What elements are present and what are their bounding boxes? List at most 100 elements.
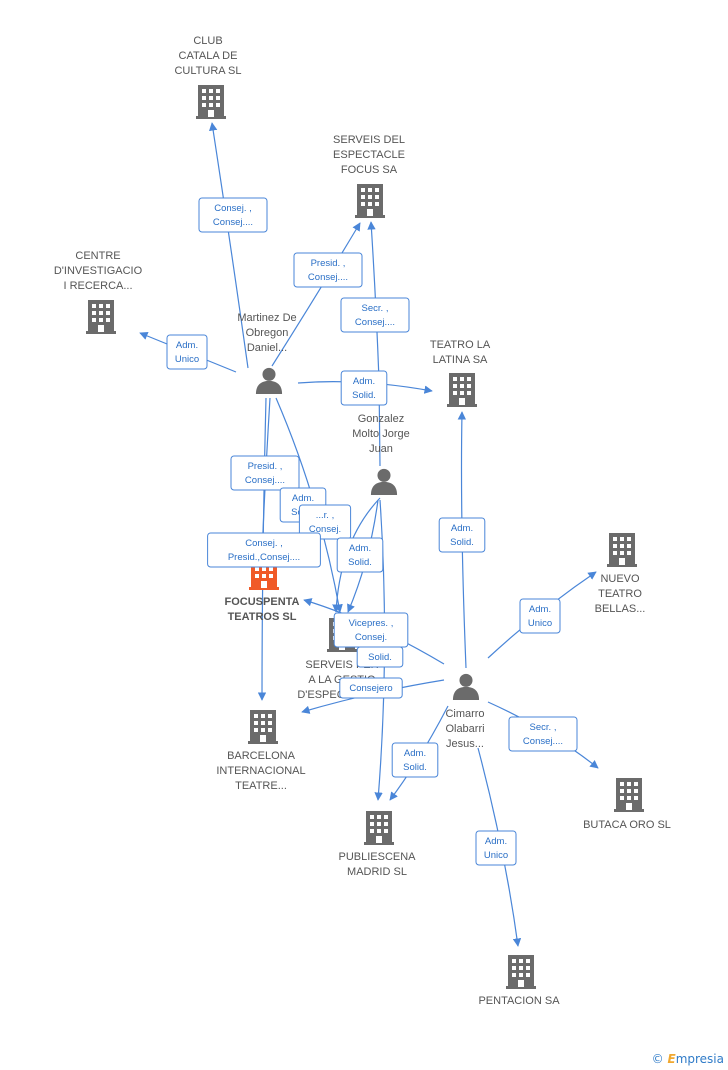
edge-role-label[interactable]: Presid. , Consej.... (293, 252, 363, 288)
edge-role-label[interactable]: Secr. ,Consej.... (340, 297, 410, 333)
node-label: CATALA DE (179, 50, 238, 62)
edge-role-label[interactable]: Adm. Unico (475, 830, 517, 866)
edge-role-box (475, 830, 517, 866)
building-icon (355, 184, 385, 218)
edge-role-text: Consej. (309, 524, 341, 535)
node-label: Juan (369, 443, 393, 455)
building-icon (447, 373, 477, 407)
building-icon (196, 85, 226, 119)
node-label: BELLAS... (595, 603, 646, 615)
edge-labels-layer: Consej. ,Consej.... Presid. , Consej.... Se… (166, 197, 578, 866)
edge-role-box (336, 537, 384, 573)
node-label: Jesus... (446, 738, 484, 750)
building-icon (614, 778, 644, 812)
edge-role-label[interactable]: Solid. (356, 646, 404, 668)
edge-role-text: Presid. , (311, 258, 346, 269)
edge-role-box (340, 370, 388, 406)
node-label: Olabarri (445, 723, 484, 735)
node-label: BARCELONA (227, 750, 296, 762)
brand-initial: E (667, 1052, 676, 1066)
node-serveis_focus[interactable]: SERVEIS DEL ESPECTACLE FOCUS SA (333, 134, 405, 218)
edge-role-box (391, 742, 439, 778)
edge-role-text: ...r. , (316, 510, 334, 521)
edge-role-label[interactable]: Adm.Solid. (340, 370, 388, 406)
edge-role-label[interactable]: Consejero (339, 677, 403, 699)
edge-role-label[interactable]: Adm.Solid. (336, 537, 384, 573)
node-label: Molto Jorge (352, 428, 409, 440)
edge-role-text: Adm. (404, 748, 426, 759)
node-label: CLUB (193, 35, 222, 47)
node-label: PUBLIESCENA (338, 851, 416, 863)
node-label: D'INVESTIGACIO (54, 265, 143, 277)
edge-role-label[interactable]: Adm.Unico (166, 334, 208, 370)
edge-role-box (519, 598, 561, 634)
node-martinez[interactable]: Martinez DeObregonDaniel... (237, 312, 297, 394)
edge-role-box (356, 646, 404, 668)
edge-martinez-to-serveis_focus (271, 222, 361, 367)
edge-role-label[interactable]: Adm.Unico (519, 598, 561, 634)
edge-role-text: Consej. (355, 632, 387, 643)
edge-role-box (340, 297, 410, 333)
node-label: TEATRO LA (430, 339, 491, 351)
edge-role-text: Vicepres. , (349, 618, 394, 629)
edge-role-label[interactable]: Vicepres. , Consej. (333, 612, 409, 648)
edge-role-text: Secr. , (362, 303, 389, 314)
edge-role-text: Secr. , (530, 722, 557, 733)
node-label: TEATRO (598, 588, 642, 600)
edge-role-box (230, 455, 300, 491)
edge-role-text: Unico (484, 850, 508, 861)
edge-role-label[interactable]: Presid. ,Consej.... (230, 455, 300, 491)
edge-role-box (508, 716, 578, 752)
edge-role-box (438, 517, 486, 553)
edge-role-label[interactable]: Adm. Solid. (391, 742, 439, 778)
edge-role-text: Consej. , (214, 203, 252, 214)
node-label: Cimarro (445, 708, 484, 720)
node-barcelona[interactable]: BARCELONAINTERNACIONALTEATRE... (216, 710, 306, 792)
node-label: ESPECTACLE (333, 149, 405, 161)
edge-role-label[interactable]: ...r. , Consej. (298, 504, 352, 540)
building-icon (506, 955, 536, 989)
edge-role-text: Solid. (450, 537, 474, 548)
edge-role-text: Unico (175, 354, 199, 365)
edge-role-text: Presid.,Consej.... (228, 552, 300, 563)
edge-role-text: Presid. , (248, 461, 283, 472)
copyright-symbol: © (651, 1052, 664, 1066)
node-label: SERVEIS DEL (333, 134, 405, 146)
building-icon (248, 710, 278, 744)
edge-martinez-to-club (208, 122, 249, 369)
edge-role-label[interactable]: Consej. ,Presid.,Consej.... (207, 532, 321, 568)
node-nuevo[interactable]: NUEVOTEATROBELLAS... (595, 533, 646, 615)
person-icon (452, 673, 480, 700)
node-pentacion[interactable]: PENTACION SA (478, 955, 560, 1007)
edge-role-text: Adm. (353, 376, 375, 387)
node-cimarro[interactable]: CimarroOlabarriJesus... (445, 673, 485, 750)
node-label: INTERNACIONAL (216, 765, 305, 777)
node-label: BUTACA ORO SL (583, 819, 671, 831)
edge-role-text: Solid. (403, 762, 427, 773)
edge-role-box (298, 504, 352, 540)
edge-role-text: Unico (528, 618, 552, 629)
edge-role-label[interactable]: Secr. ,Consej.... (508, 716, 578, 752)
person-icon (370, 468, 398, 495)
node-teatro_latina[interactable]: TEATRO LA LATINA SA (430, 339, 491, 407)
edge-role-box (207, 532, 321, 568)
edge-role-text: Consej.... (308, 272, 348, 283)
edge-role-text: Adm. (451, 523, 473, 534)
node-label: FOCUS SA (341, 164, 398, 176)
person-icon (255, 367, 283, 394)
edge-role-text: Adm. (485, 836, 507, 847)
node-label: CENTRE (75, 250, 120, 262)
edge-role-box (166, 334, 208, 370)
node-butaca[interactable]: BUTACA ORO SL (583, 778, 671, 831)
edge-role-label[interactable]: Adm. Solid. (438, 517, 486, 553)
brand-logo: © Empresia (652, 1052, 724, 1066)
edge-role-label[interactable]: Consej. ,Consej.... (198, 197, 268, 233)
node-label: LATINA SA (433, 354, 488, 366)
node-label: Gonzalez (358, 413, 404, 425)
